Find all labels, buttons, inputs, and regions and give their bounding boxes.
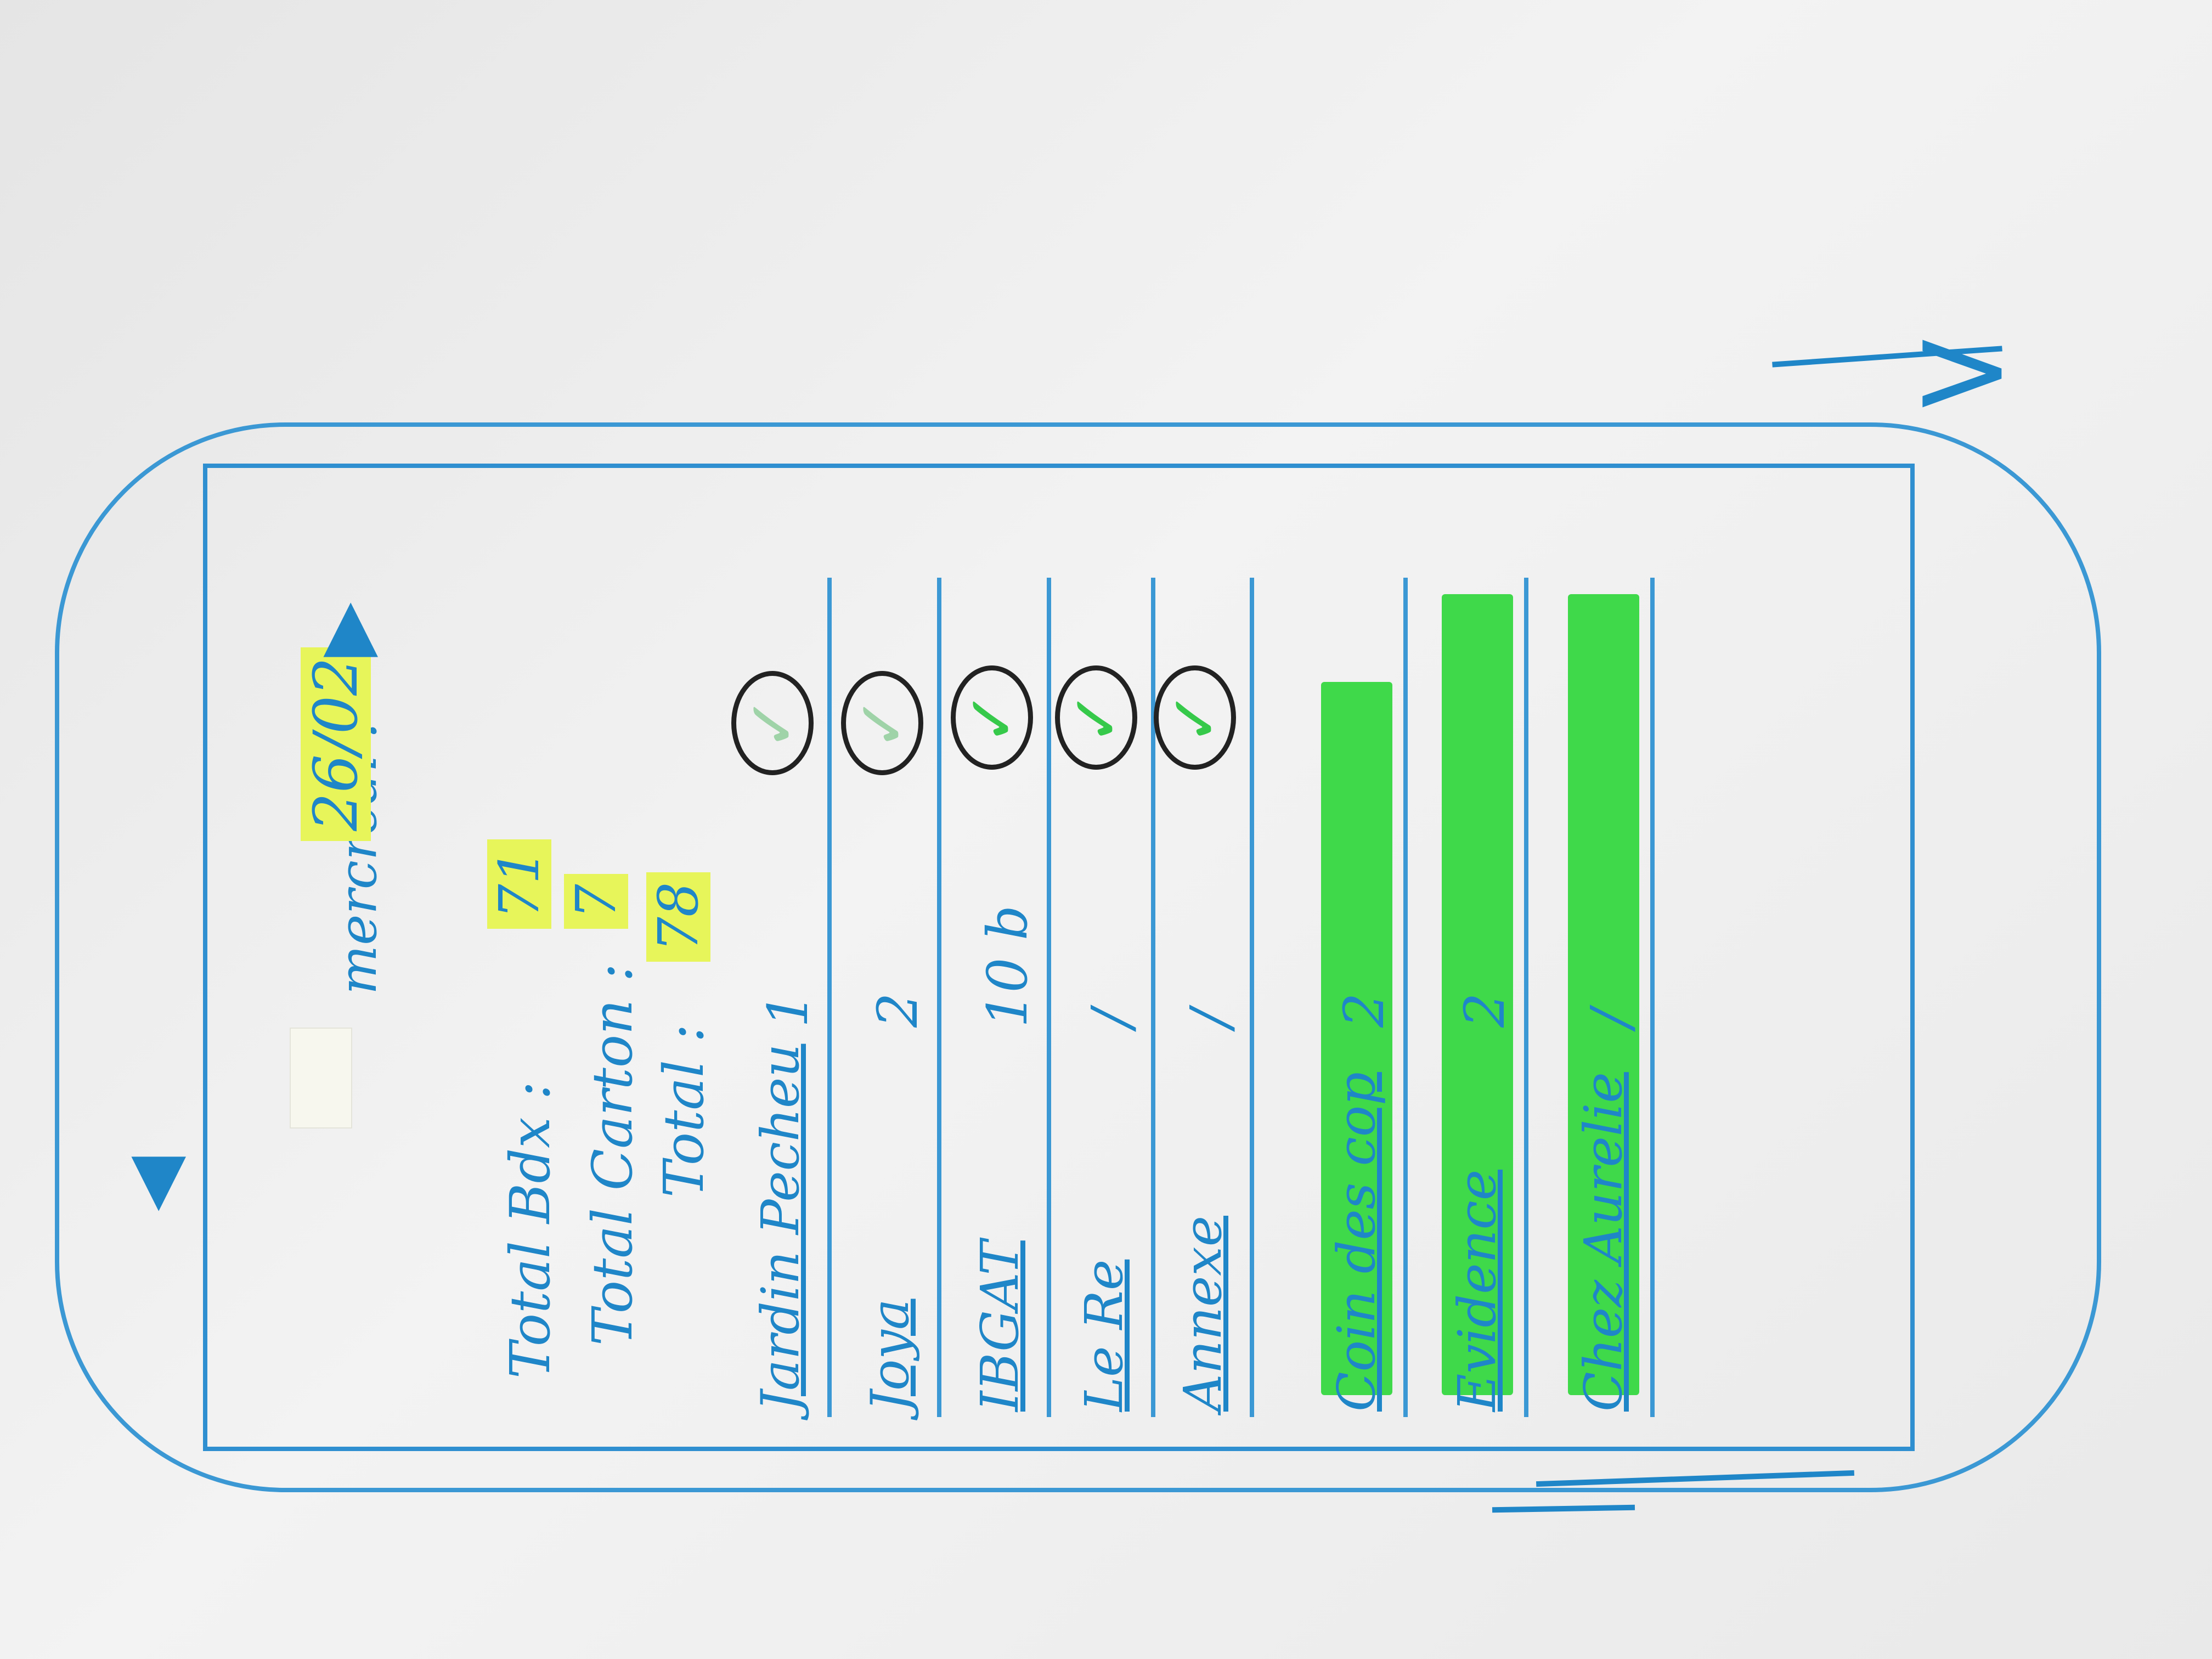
check-icon[interactable]: ✓	[1055, 665, 1137, 770]
row-count: /	[1579, 1009, 1643, 1028]
total-carton-value: 7	[564, 874, 628, 929]
logo-placeholder	[290, 1028, 352, 1128]
phone-screen: ◀ mercredi : 26/02 ▶ Total Bdx : 71 Tota…	[111, 464, 1915, 1451]
screen-content: ◀ mercredi : 26/02 ▶ Total Bdx : 71 Tota…	[111, 468, 1919, 1455]
check-icon[interactable]: ✓	[951, 665, 1033, 770]
row-divider	[1650, 578, 1655, 1417]
row-divider	[1250, 578, 1254, 1417]
row-name: Coin des cop	[1327, 1072, 1387, 1412]
row-name: IBGAT	[970, 1240, 1030, 1412]
row-name: Evidence	[1447, 1169, 1508, 1412]
date-label: 26/02	[301, 647, 371, 841]
row-name: Annexe	[1173, 1216, 1233, 1412]
row-count: /	[1178, 1009, 1243, 1028]
row-count: 2	[866, 992, 930, 1028]
row-divider	[1047, 578, 1051, 1417]
row-name: Jardin Pecheu	[751, 1043, 811, 1412]
swipe-line-short	[1492, 1504, 1635, 1513]
row-divider	[1151, 578, 1155, 1417]
row-count: 10 b	[975, 905, 1040, 1028]
row-count: 1	[756, 992, 820, 1028]
total-bdx-value: 71	[487, 839, 551, 929]
total-bdx-label: Total Bdx :	[498, 1081, 562, 1379]
row-highlight	[1442, 594, 1513, 1395]
row-highlight	[1321, 682, 1392, 1395]
row-divider	[937, 578, 941, 1417]
arrow-right-icon[interactable]: ▶	[302, 602, 386, 657]
row-count: 2	[1453, 992, 1517, 1028]
row-divider	[1524, 578, 1528, 1417]
row-divider	[1403, 578, 1408, 1417]
total-value: 78	[646, 872, 710, 962]
total-label: Total :	[652, 1024, 716, 1198]
row-name: Le Re	[1074, 1259, 1135, 1412]
row-count: /	[1080, 1009, 1144, 1028]
swipe-arrow-icon: >	[1909, 297, 2015, 443]
phone-outline	[55, 422, 2101, 1492]
total-carton-label: Total Carton :	[580, 963, 645, 1346]
check-icon[interactable]: ✓	[841, 671, 923, 775]
row-name: Chez Aurelie	[1573, 1072, 1634, 1412]
check-icon[interactable]: ✓	[1154, 665, 1236, 770]
check-icon[interactable]: ✓	[731, 671, 814, 775]
row-divider	[827, 578, 832, 1417]
row-count: 2	[1332, 992, 1396, 1028]
row-highlight	[1568, 594, 1639, 1395]
row-name: Joya	[860, 1299, 921, 1412]
arrow-left-icon[interactable]: ◀	[110, 1156, 194, 1211]
